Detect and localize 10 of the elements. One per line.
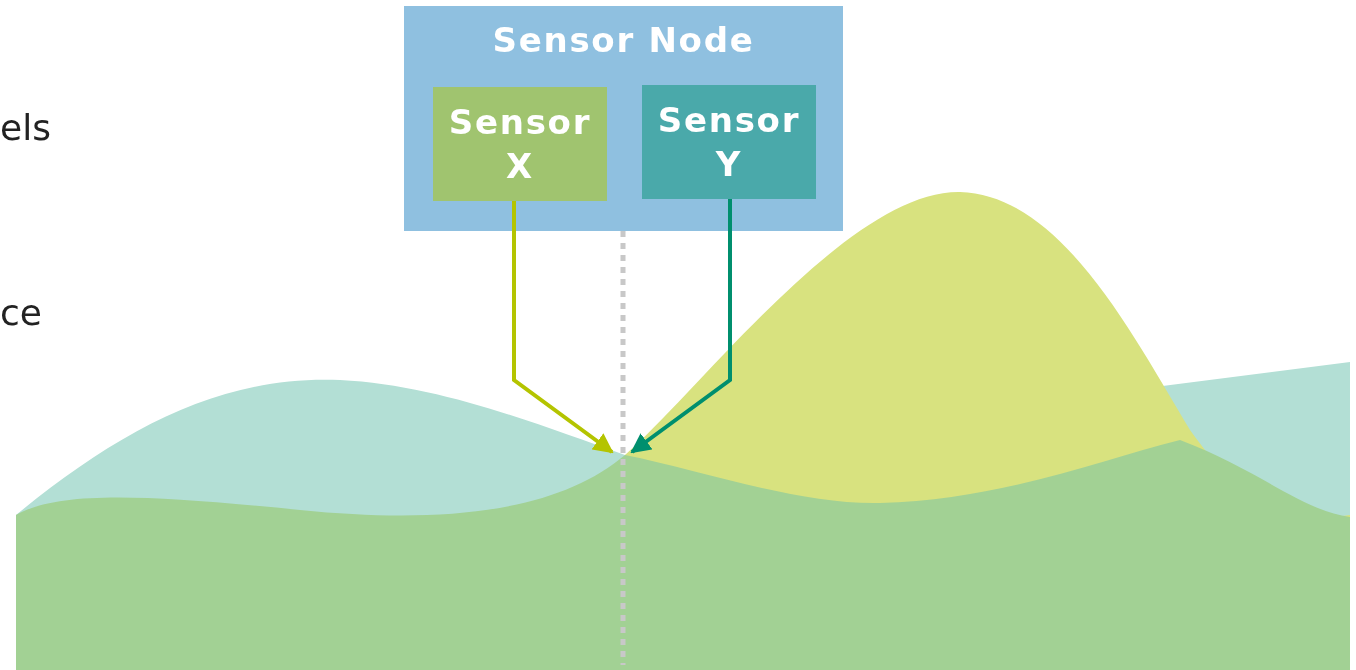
sensor-label: Sensor Y — [656, 99, 802, 186]
arrow — [630, 199, 732, 454]
sensor-node-panel — [404, 6, 843, 231]
partial-text: els — [0, 106, 51, 150]
arrow — [512, 201, 614, 454]
sensor-box — [642, 85, 816, 199]
sensor-box — [433, 87, 607, 201]
sensor-label: Sensor X — [447, 101, 593, 188]
panel-heading: Sensor Node — [491, 19, 756, 62]
partial-text: ce — [0, 291, 42, 335]
